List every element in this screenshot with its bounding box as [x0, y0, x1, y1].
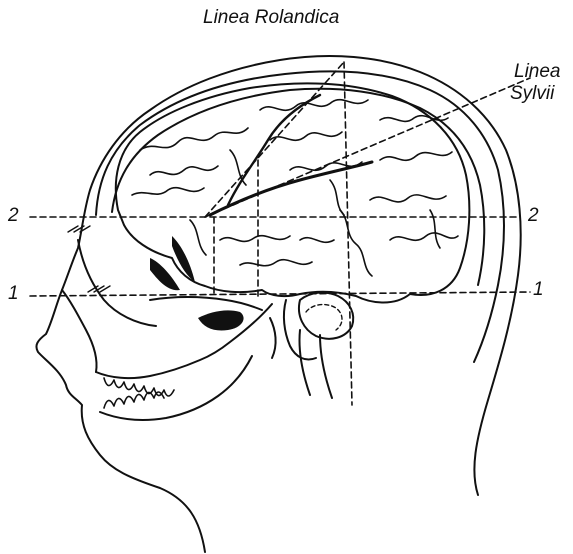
linea-rolandica-label: Linea Rolandica	[203, 8, 339, 28]
line-2-left-label: 2	[8, 206, 19, 226]
zygomatic-arch	[150, 297, 262, 310]
cerebellum-inner	[306, 305, 342, 330]
nose-bridge	[62, 290, 97, 372]
lower-teeth	[104, 392, 164, 408]
linea-sylvii-label-line2: Sylvii	[510, 84, 554, 104]
reference-lines	[30, 62, 530, 405]
cerebellum	[299, 293, 353, 339]
temporal-dark-region	[198, 310, 244, 330]
linea-sylvii-label-line1: Linea	[514, 62, 561, 82]
rolandic-vertical	[344, 62, 352, 405]
line-1-left-label: 1	[8, 284, 19, 304]
orbit	[78, 240, 156, 326]
mandible	[100, 356, 252, 420]
frontal-dark-region	[150, 236, 195, 290]
line-2-right-label: 2	[528, 206, 539, 226]
skull-inner-outline-2	[112, 89, 484, 285]
upper-teeth	[104, 378, 174, 396]
brainstem	[299, 330, 332, 398]
line-1-right-label: 1	[533, 280, 544, 300]
mastoid	[270, 318, 276, 358]
